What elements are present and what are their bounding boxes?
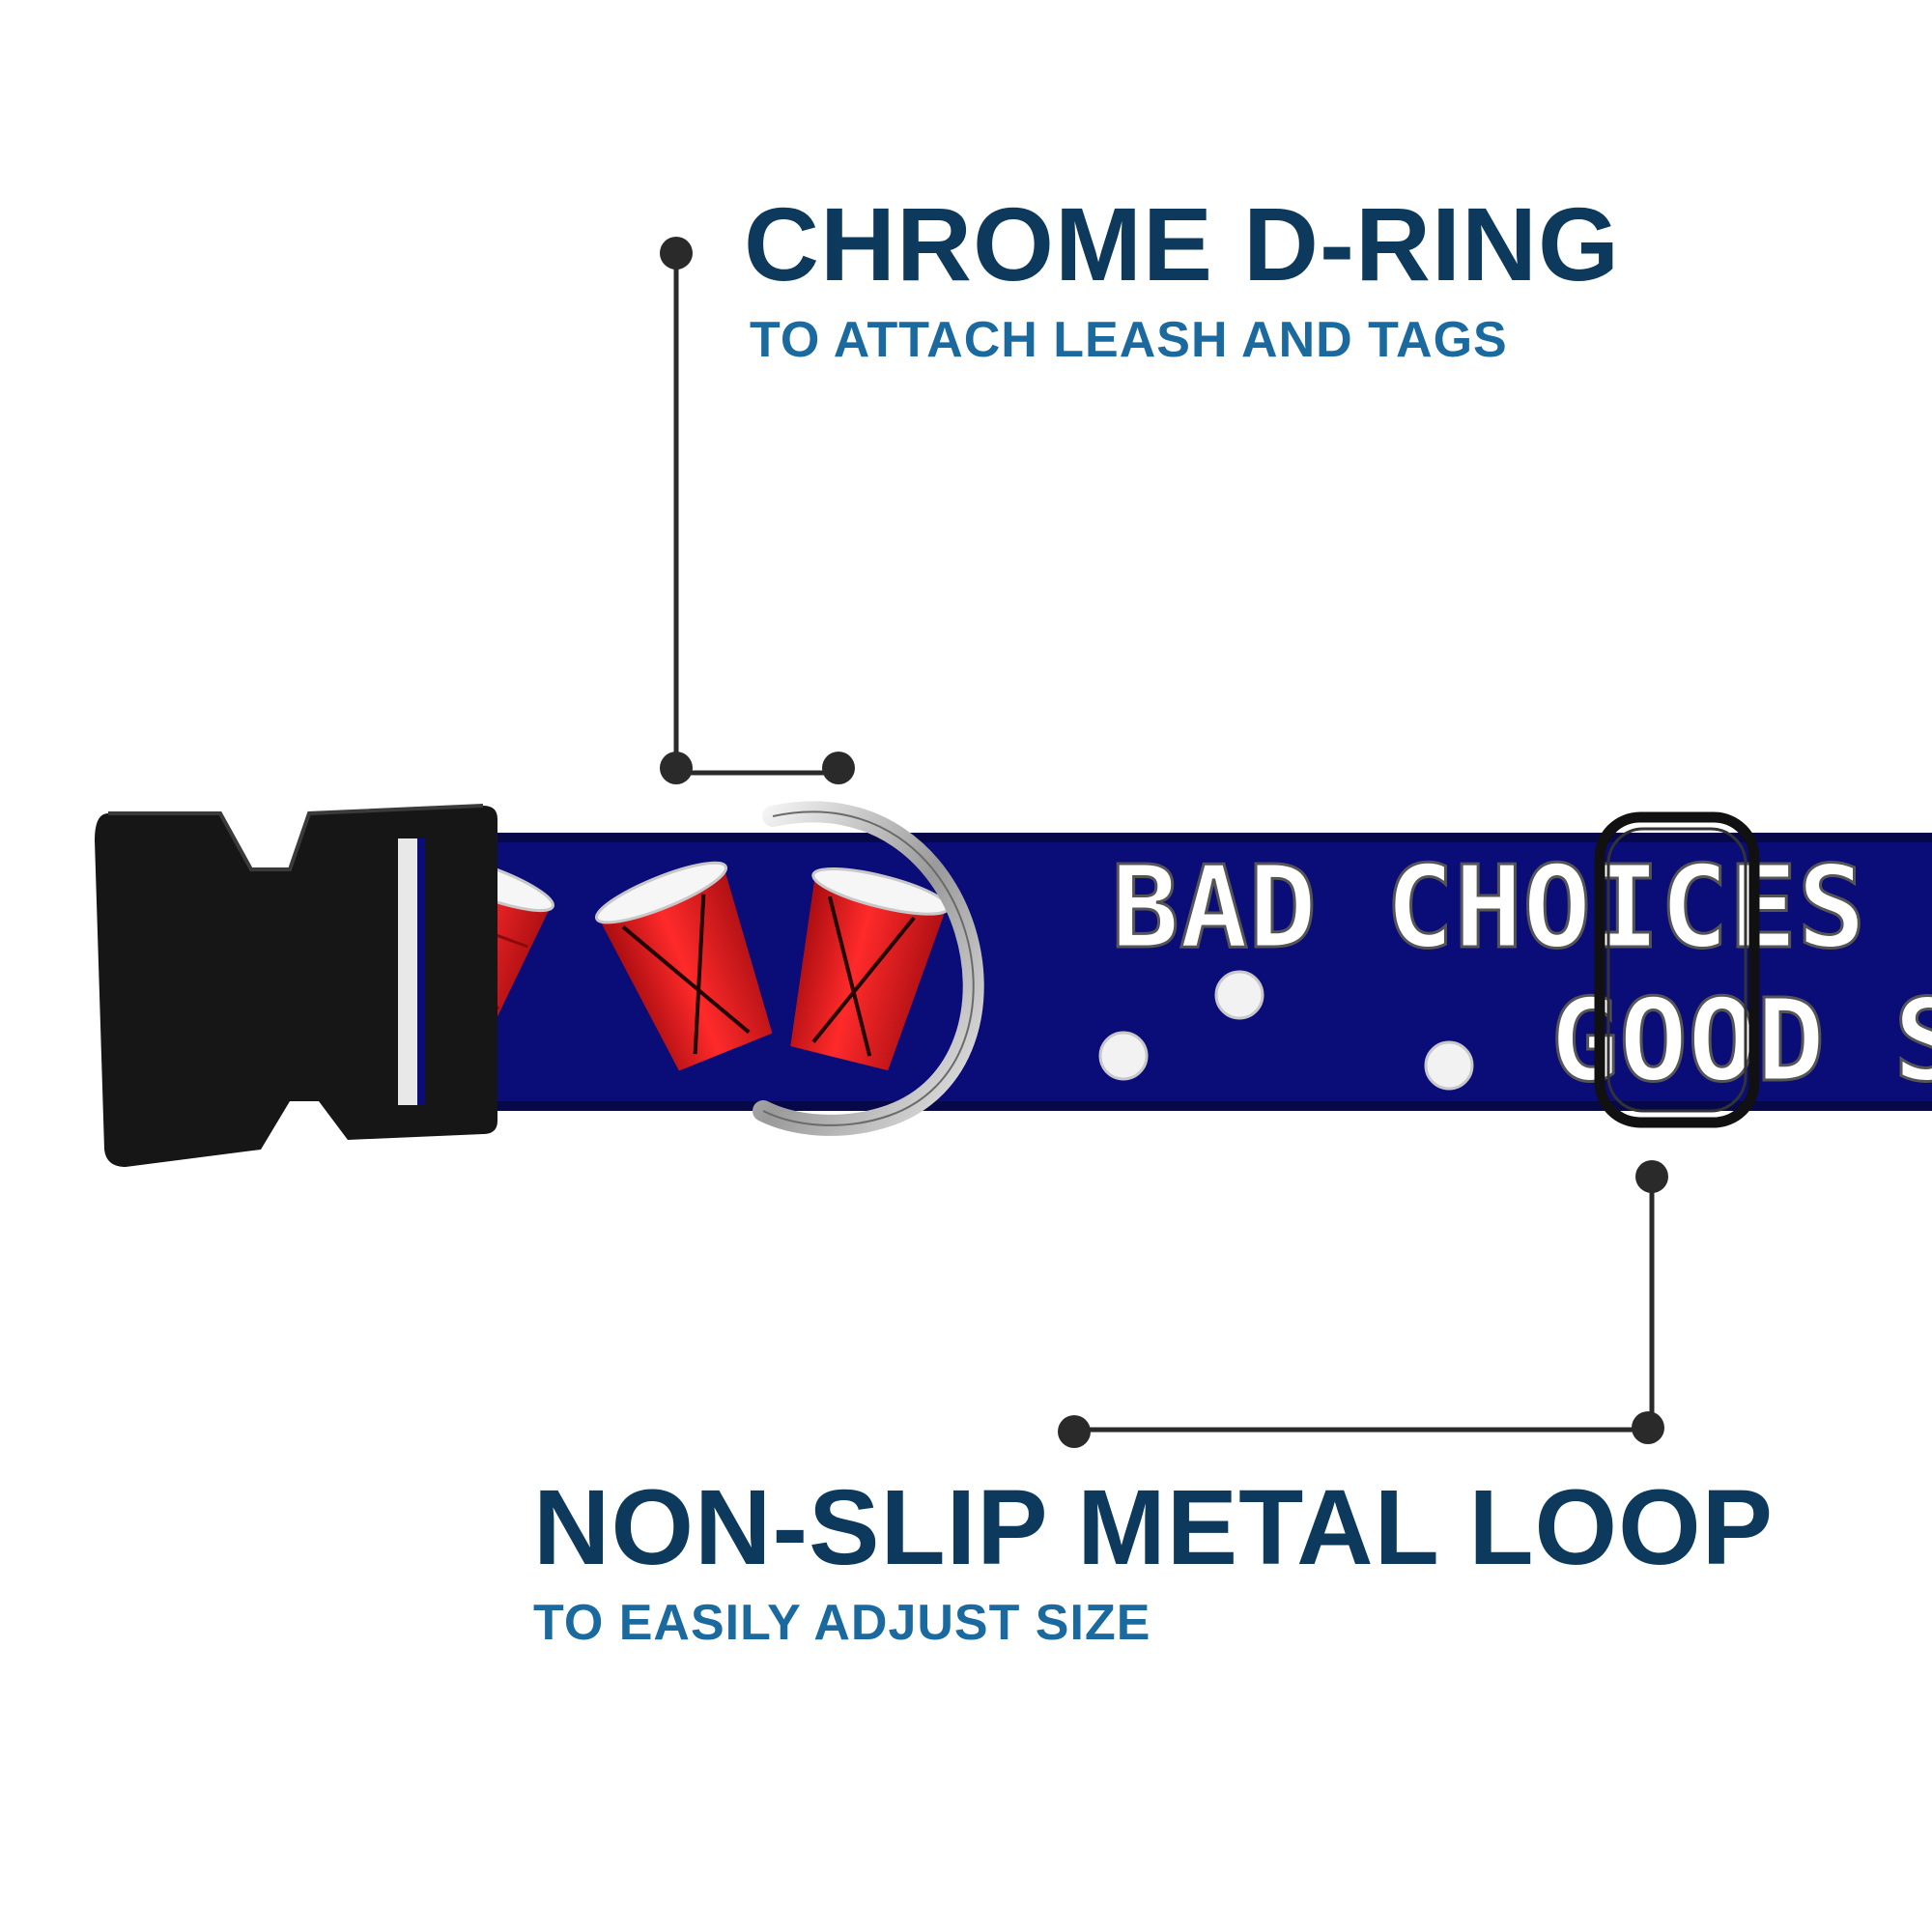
leader-dot: [1058, 1415, 1091, 1448]
d-ring-leader-line: [660, 237, 855, 784]
leader-dot: [822, 752, 855, 784]
d-ring-subtitle: TO ATTACH LEASH AND TAGS: [750, 312, 1508, 368]
party-cup-icon: [594, 861, 773, 1071]
party-cup-icon: [790, 867, 951, 1071]
slide-loop: [1594, 811, 1760, 1128]
leader-dot: [660, 752, 693, 784]
loop-subtitle: TO EASILY ADJUST SIZE: [533, 1595, 1151, 1651]
ping-pong-balls: [1098, 970, 1474, 1091]
d-ring: [753, 801, 984, 1136]
buckle: [95, 804, 497, 1167]
strap-print-line-2: GOOD S: [1550, 974, 1932, 1107]
leader-dot: [1632, 1411, 1664, 1444]
leader-dot: [1635, 1160, 1668, 1193]
d-ring-title: CHROME D-RING: [744, 185, 1620, 302]
loop-leader-line: [1058, 1160, 1668, 1448]
leader-dot: [660, 237, 693, 270]
strap-print-line-1: BAD CHOICES C: [1111, 840, 1932, 974]
loop-title: NON-SLIP METAL LOOP: [533, 1468, 1775, 1587]
